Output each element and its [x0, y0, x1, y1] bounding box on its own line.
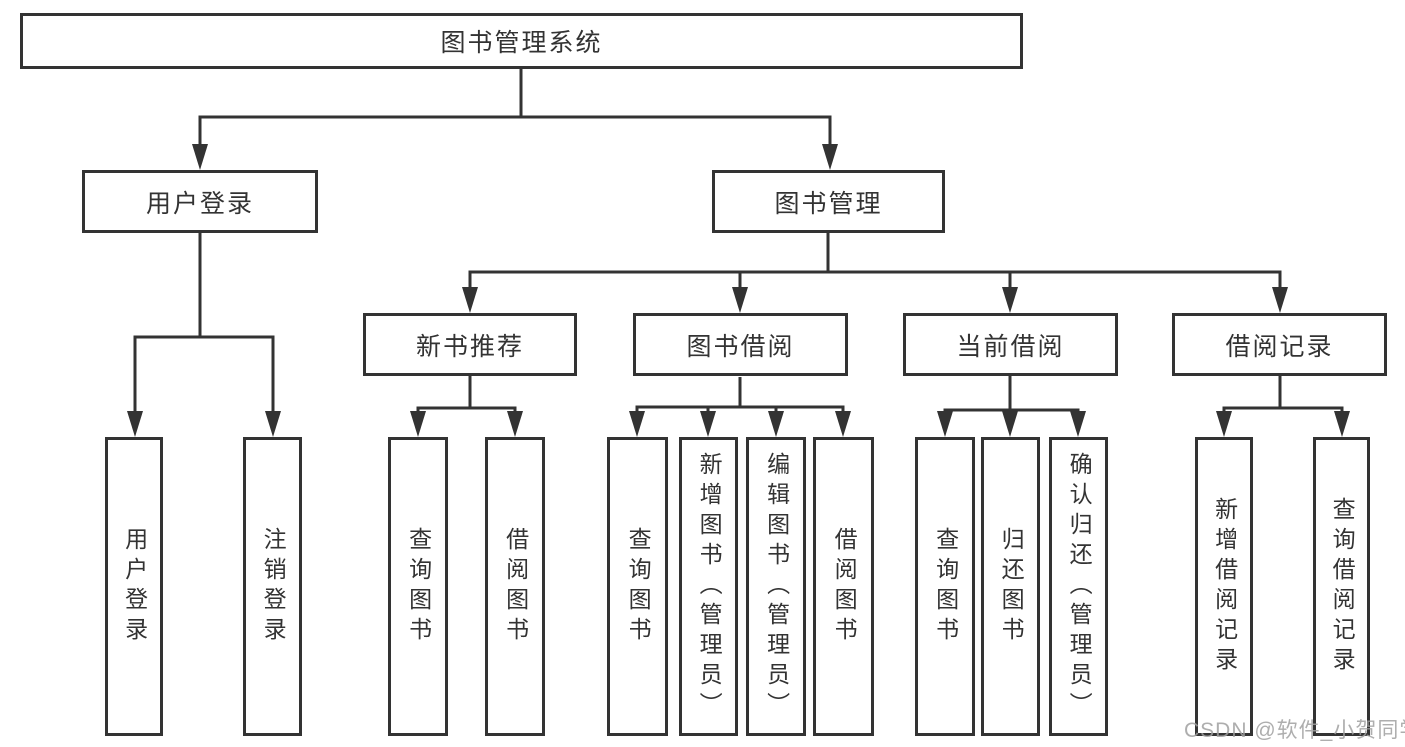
- leaf-query-borrow-record: 查询借阅记录: [1313, 437, 1370, 736]
- leaf-add-books-admin: 新增图书（管理员）: [679, 437, 738, 736]
- leaf-confirm-return-admin-label: 确认归还（管理员）: [1066, 451, 1093, 722]
- leaf-user-login-label: 用户登录: [121, 526, 148, 647]
- leaf-current-query-books: 查询图书: [915, 437, 975, 736]
- node-user-login-label: 用户登录: [145, 189, 254, 218]
- leaf-edit-books-admin-label: 编辑图书（管理员）: [763, 451, 790, 722]
- leaf-edit-books-admin: 编辑图书（管理员）: [746, 437, 806, 736]
- node-borrow-records: 借阅记录: [1172, 313, 1387, 376]
- node-new-book-recommend-label: 新书推荐: [415, 332, 524, 361]
- node-root-label: 图书管理系统: [440, 29, 603, 57]
- node-current-borrow-label: 当前借阅: [956, 332, 1065, 361]
- node-new-book-recommend: 新书推荐: [363, 313, 577, 376]
- leaf-return-books-label: 归还图书: [998, 526, 1025, 647]
- node-book-borrow-label: 图书借阅: [686, 332, 795, 361]
- leaf-logout: 注销登录: [243, 437, 302, 736]
- leaf-recommend-borrow-books-label: 借阅图书: [502, 526, 529, 647]
- leaf-add-borrow-record: 新增借阅记录: [1195, 437, 1253, 736]
- leaf-confirm-return-admin: 确认归还（管理员）: [1049, 437, 1108, 736]
- leaf-add-borrow-record-label: 新增借阅记录: [1211, 496, 1238, 677]
- leaf-return-books: 归还图书: [981, 437, 1040, 736]
- node-current-borrow: 当前借阅: [903, 313, 1118, 376]
- leaf-recommend-query-books-label: 查询图书: [405, 526, 432, 647]
- node-user-login: 用户登录: [82, 170, 318, 233]
- node-borrow-records-label: 借阅记录: [1225, 332, 1334, 361]
- node-book-management-label: 图书管理: [774, 189, 883, 218]
- csdn-watermark: CSDN @软件_小贺同学: [1184, 719, 1405, 742]
- leaf-query-borrow-record-label: 查询借阅记录: [1329, 496, 1356, 677]
- leaf-recommend-borrow-books: 借阅图书: [485, 437, 545, 736]
- leaf-logout-label: 注销登录: [260, 526, 287, 647]
- node-root: 图书管理系统: [20, 13, 1023, 69]
- leaf-borrow-query-books: 查询图书: [607, 437, 668, 736]
- node-book-management: 图书管理: [712, 170, 945, 233]
- leaf-add-books-admin-label: 新增图书（管理员）: [696, 451, 723, 722]
- leaf-borrow-borrow-books-label: 借阅图书: [831, 526, 858, 647]
- leaf-recommend-query-books: 查询图书: [388, 437, 448, 736]
- leaf-borrow-borrow-books: 借阅图书: [813, 437, 874, 736]
- leaf-user-login: 用户登录: [105, 437, 163, 736]
- node-book-borrow: 图书借阅: [633, 313, 848, 376]
- leaf-current-query-books-label: 查询图书: [932, 526, 959, 647]
- leaf-borrow-query-books-label: 查询图书: [625, 526, 652, 647]
